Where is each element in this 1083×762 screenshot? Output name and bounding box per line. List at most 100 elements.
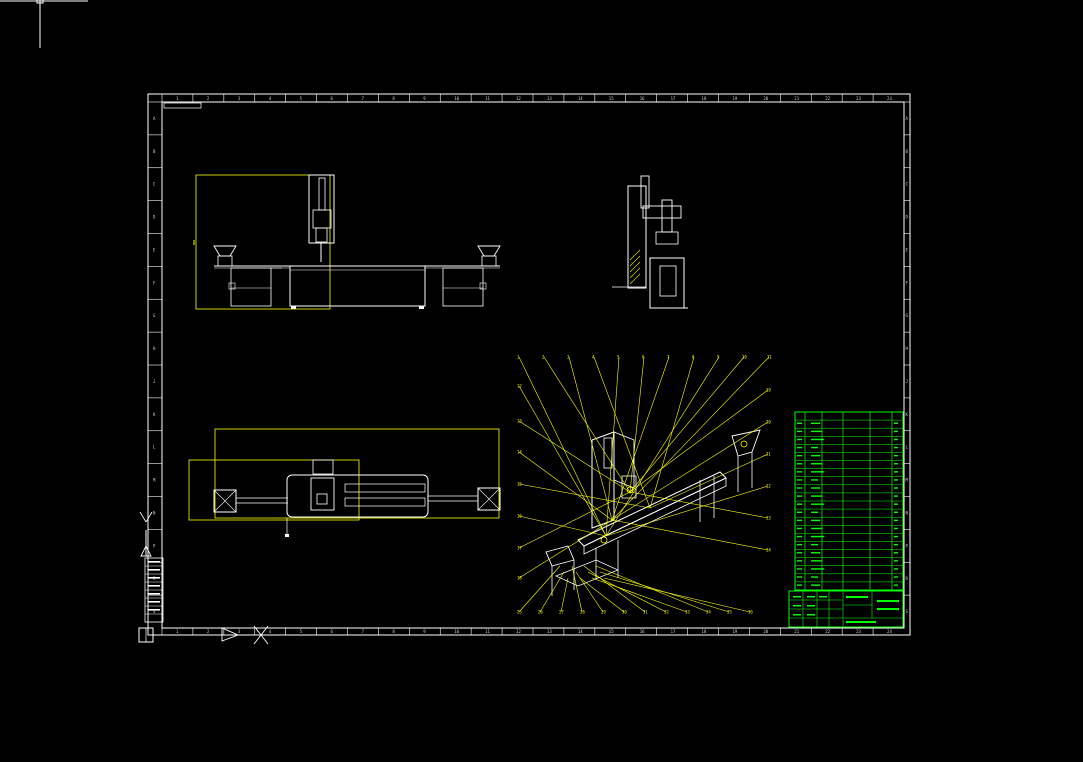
bom-cell-mark xyxy=(797,511,802,513)
sheet-tick-label: 8 xyxy=(392,629,395,634)
leader-line xyxy=(649,453,769,509)
bom-cell-mark xyxy=(811,543,818,546)
bom-cell-mark xyxy=(797,584,802,586)
sheet-tick-label: G xyxy=(906,313,909,318)
bom-cell-mark xyxy=(811,495,822,497)
revision-cell-mark xyxy=(148,561,160,563)
bom-cell-mark xyxy=(811,503,824,505)
bom-cell-mark xyxy=(894,576,898,578)
leader-line xyxy=(593,356,651,509)
sheet-tick-label: G xyxy=(153,313,156,318)
balloon-label: 12 xyxy=(517,384,522,389)
sheet-tick-label: R xyxy=(906,576,909,581)
bom-cell-mark xyxy=(894,543,898,546)
sheet-tick-label: 7 xyxy=(361,96,364,101)
sheet-tick-label: 16 xyxy=(640,96,645,101)
sheet-tick-label: 7 xyxy=(361,629,364,634)
leader-line xyxy=(568,356,613,521)
revision-list xyxy=(144,557,164,623)
bom-cell-mark xyxy=(894,527,898,530)
sheet-tick-label: 18 xyxy=(702,96,707,101)
bom-cell-mark xyxy=(894,503,898,505)
bom-cell-mark xyxy=(894,446,898,449)
leader-line xyxy=(629,356,645,493)
sheet-tick-label: A xyxy=(153,116,156,121)
revision-cell-mark xyxy=(148,569,160,571)
sheet-tick-label: 5 xyxy=(300,96,303,101)
bom-cell-mark xyxy=(811,576,818,578)
sheet-tick-label: 3 xyxy=(238,629,241,634)
sheet-tick-label: 12 xyxy=(516,96,521,101)
leader-line xyxy=(611,519,769,551)
balloon-label: 16 xyxy=(517,514,522,519)
bom-cell-mark xyxy=(894,535,898,538)
leader-line xyxy=(629,389,769,493)
bom-cell-mark xyxy=(894,479,898,481)
sheet-tick-label: P xyxy=(906,543,909,548)
bom-cell-mark xyxy=(894,560,898,562)
sheet-tick-label: 19 xyxy=(732,96,737,101)
bom-cell-mark xyxy=(894,495,898,497)
sheet-tick-label: 9 xyxy=(423,96,426,101)
revision-cell-mark xyxy=(148,593,160,595)
side-view[interactable] xyxy=(612,175,688,309)
balloon-label: 15 xyxy=(517,482,522,487)
bill-of-materials[interactable] xyxy=(794,411,904,591)
bom-cell-mark xyxy=(797,568,802,570)
top-view[interactable] xyxy=(188,428,501,537)
bom-cell-mark xyxy=(811,487,820,489)
bom-cell-mark xyxy=(894,511,898,513)
bom-cell-mark xyxy=(797,576,802,578)
sheet-tick-label: J xyxy=(153,379,155,384)
leader-line xyxy=(605,356,620,537)
title-block[interactable] xyxy=(788,590,904,628)
bom-cell-mark xyxy=(894,463,898,465)
sheet-tick-label: 1 xyxy=(176,629,179,634)
sheet-tick-label: 5 xyxy=(300,629,303,634)
isometric-view[interactable] xyxy=(545,429,761,596)
bom-cell-mark xyxy=(811,568,824,570)
leader-line xyxy=(518,420,631,493)
sheet-tick-label: 23 xyxy=(856,629,861,634)
balloon-label: 13 xyxy=(517,419,522,424)
balloon-label: 30 xyxy=(622,610,627,615)
balloon-label: 36 xyxy=(748,610,753,615)
sheet-tick-label: D xyxy=(153,215,156,220)
bom-cell-mark xyxy=(811,438,824,441)
balloon-label: 17 xyxy=(517,546,522,551)
leader-line xyxy=(518,451,613,521)
sheet-tick-label: 4 xyxy=(269,96,272,101)
sheet-tick-label: D xyxy=(906,215,909,220)
leader-line xyxy=(539,571,565,613)
sheet-tick-label: C xyxy=(906,182,909,187)
sheet-tick-label: 24 xyxy=(887,96,892,101)
sheet-tick-label: 15 xyxy=(609,629,614,634)
sheet-tick-label: 24 xyxy=(887,629,892,634)
sheet-tick-label: E xyxy=(153,247,156,252)
sheet-tick-label: S xyxy=(153,609,156,614)
crosshair-icon xyxy=(0,0,88,48)
leader-line xyxy=(579,577,625,613)
bom-cell-mark xyxy=(797,495,802,497)
sheet-tick-label: 6 xyxy=(331,96,334,101)
bom-cell-mark xyxy=(894,552,898,554)
bom-cell-mark xyxy=(811,560,822,562)
sheet-tick-label: 3 xyxy=(238,96,241,101)
front-view[interactable] xyxy=(193,174,501,310)
bom-cell-mark xyxy=(811,479,818,481)
bom-cell-mark xyxy=(811,584,820,586)
leader-line xyxy=(629,491,769,519)
sheet-tick-label: 16 xyxy=(640,629,645,634)
revision-cell-mark xyxy=(148,577,160,579)
bom-cell-mark xyxy=(811,511,818,513)
balloon-label: 19 xyxy=(766,388,771,393)
balloon-label: 6 xyxy=(642,355,645,360)
sheet-tick-label: 23 xyxy=(856,96,861,101)
sheet-tick-label: 15 xyxy=(609,96,614,101)
bom-cell-mark xyxy=(811,527,822,530)
